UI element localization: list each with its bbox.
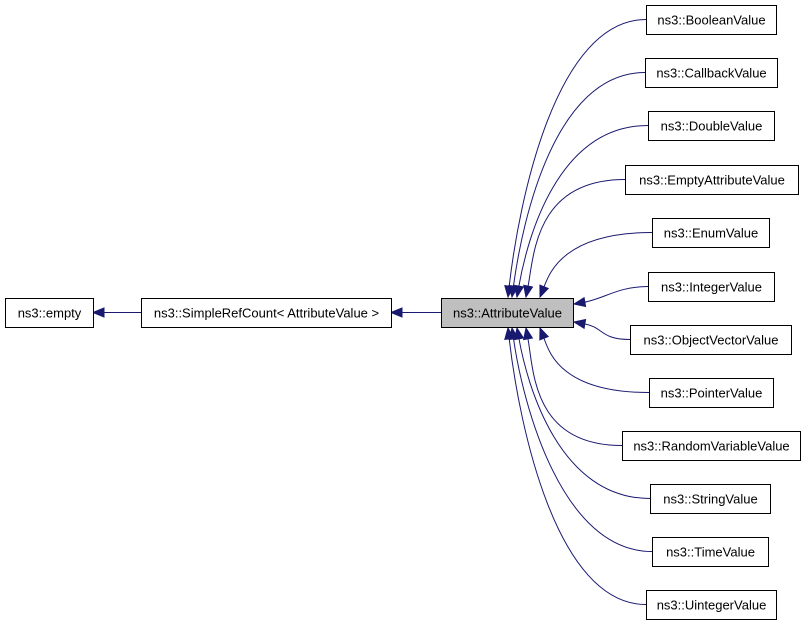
nodes-layer: ns3::empty ns3::SimpleRefCount< Attribute… <box>5 5 801 620</box>
class-node-label: ns3::StringValue <box>663 492 757 507</box>
edge-arrowhead <box>523 284 534 299</box>
class-node-box <box>622 431 801 461</box>
class-node-label: ns3::DoubleValue <box>661 119 763 134</box>
class-node-emptyattributevalue[interactable]: ns3::EmptyAttributeValue <box>625 165 799 195</box>
edge-line <box>527 337 623 446</box>
class-node-label: ns3::IntegerValue <box>661 280 762 295</box>
edges-layer <box>91 19 653 605</box>
edge-arrowhead <box>539 284 550 299</box>
edge-line <box>508 19 647 288</box>
edge-callbackvalue-to-attributevalue <box>508 72 646 299</box>
class-node-label: ns3::AttributeValue <box>453 306 562 321</box>
class-node-attributevalue[interactable]: ns3::AttributeValue <box>441 298 574 328</box>
edge-arrowhead <box>504 326 515 340</box>
edge-simplerefcount-to-empty <box>91 307 141 318</box>
edge-line <box>508 337 647 605</box>
edge-emptyattributevalue-to-attributevalue <box>523 179 626 299</box>
class-node-label: ns3::BooleanValue <box>657 13 765 28</box>
edge-pointervalue-to-attributevalue <box>539 326 650 393</box>
class-node-box <box>652 218 770 248</box>
class-node-label: ns3::ObjectVectorValue <box>644 333 779 348</box>
edge-line <box>518 125 649 288</box>
edge-line <box>583 323 631 340</box>
edge-line <box>543 232 653 288</box>
class-node-box <box>645 58 778 88</box>
edge-arrowhead <box>91 307 105 318</box>
class-node-randomvariablevalue[interactable]: ns3::RandomVariableValue <box>622 431 801 461</box>
class-node-empty[interactable]: ns3::empty <box>5 298 94 328</box>
class-node-pointervalue[interactable]: ns3::PointerValue <box>649 378 774 408</box>
edge-arrowhead <box>572 296 587 308</box>
class-node-box <box>646 590 777 620</box>
edge-line <box>512 337 653 552</box>
class-node-box <box>625 165 799 195</box>
edge-attributevalue-to-simplerefcount <box>389 307 441 318</box>
class-node-label: ns3::CallbackValue <box>656 66 766 81</box>
class-node-simplerefcount[interactable]: ns3::SimpleRefCount< AttributeValue > <box>141 298 392 328</box>
class-node-timevalue[interactable]: ns3::TimeValue <box>652 537 769 567</box>
edge-objectvectorvalue-to-attributevalue <box>572 318 631 340</box>
class-node-box <box>649 378 774 408</box>
edge-arrowhead <box>389 307 403 318</box>
class-node-box <box>5 298 94 328</box>
class-node-label: ns3::TimeValue <box>666 545 755 560</box>
class-node-box <box>648 272 775 302</box>
edge-randomvariablevalue-to-attributevalue <box>522 326 623 446</box>
edge-line <box>527 179 626 288</box>
class-node-box <box>441 298 574 328</box>
class-node-box <box>630 325 792 355</box>
class-node-label: ns3::empty <box>18 306 82 321</box>
class-node-booleanvalue[interactable]: ns3::BooleanValue <box>646 5 777 35</box>
class-node-integervalue[interactable]: ns3::IntegerValue <box>648 272 775 302</box>
class-node-stringvalue[interactable]: ns3::StringValue <box>650 484 771 514</box>
class-node-label: ns3::EmptyAttributeValue <box>639 173 785 188</box>
edge-integervalue-to-attributevalue <box>572 286 649 308</box>
edge-arrowhead <box>513 284 525 299</box>
class-node-callbackvalue[interactable]: ns3::CallbackValue <box>645 58 778 88</box>
edge-line <box>512 72 646 288</box>
class-node-box <box>652 537 769 567</box>
edge-arrowhead <box>522 326 534 341</box>
edge-line <box>583 286 649 303</box>
class-node-label: ns3::EnumValue <box>664 226 758 241</box>
class-node-box <box>648 111 775 141</box>
edge-arrowhead <box>539 326 550 341</box>
class-node-box <box>141 298 392 328</box>
class-node-objectvectorvalue[interactable]: ns3::ObjectVectorValue <box>630 325 792 355</box>
class-node-box <box>650 484 771 514</box>
class-node-label: ns3::UintegerValue <box>657 598 767 613</box>
edge-enumvalue-to-attributevalue <box>539 232 653 299</box>
class-node-label: ns3::PointerValue <box>661 386 763 401</box>
edge-arrowhead <box>572 318 587 330</box>
edge-doublevalue-to-attributevalue <box>513 125 649 299</box>
edge-uintegervalue-to-attributevalue <box>504 326 647 605</box>
class-node-label: ns3::SimpleRefCount< AttributeValue > <box>154 306 379 321</box>
class-node-label: ns3::RandomVariableValue <box>633 439 789 454</box>
edge-stringvalue-to-attributevalue <box>513 326 651 499</box>
class-node-doublevalue[interactable]: ns3::DoubleValue <box>648 111 775 141</box>
class-node-box <box>646 5 777 35</box>
class-node-enumvalue[interactable]: ns3::EnumValue <box>652 218 770 248</box>
edge-line <box>543 337 650 393</box>
edge-line <box>518 337 651 499</box>
class-node-uintegervalue[interactable]: ns3::UintegerValue <box>646 590 777 620</box>
